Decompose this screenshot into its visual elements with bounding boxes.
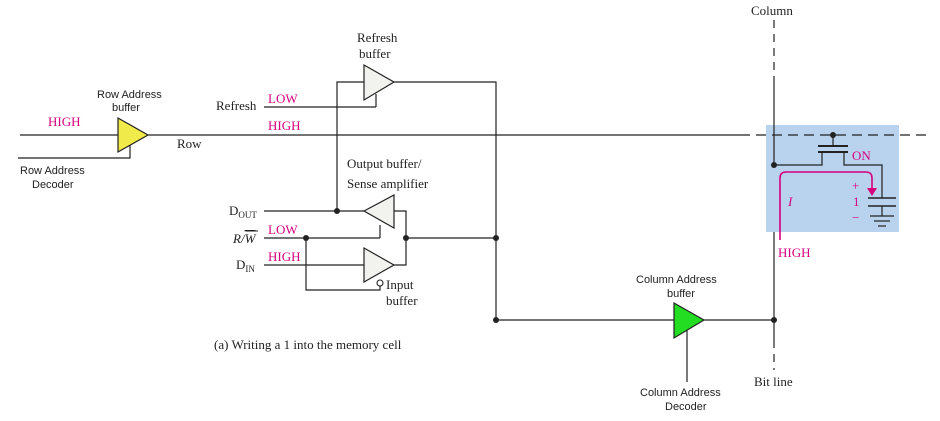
column-address-buffer-label-2: buffer [667, 288, 695, 300]
junction-dot [493, 317, 499, 323]
column-address-decoder-label-1: Column Address [640, 387, 721, 399]
current-path [779, 171, 873, 240]
refresh-feedback-wire [336, 81, 364, 211]
capacitor-one-label: 1 [853, 194, 860, 209]
column-address-buffer [673, 301, 706, 340]
junction-dot [403, 235, 409, 241]
refresh-input-label: Refresh [216, 98, 257, 113]
rw-label: R/W [232, 231, 257, 246]
din-label: DIN [236, 257, 255, 274]
current-label: I [787, 194, 793, 209]
output-buffer-label-1: Output buffer/ [347, 156, 422, 171]
bit-line-high-signal: HIGH [778, 245, 811, 260]
refresh-buffer-label-1: Refresh [357, 30, 398, 45]
junction-dot [334, 208, 340, 214]
capacitor-minus-label: − [852, 210, 859, 225]
transistor-drain-wire [774, 152, 823, 166]
transistor-on-signal: ON [852, 148, 871, 163]
column-address-buffer-label-1: Column Address [636, 274, 717, 286]
column-address-decoder-label-2: Decoder [665, 401, 707, 413]
refresh-low-signal: LOW [268, 91, 298, 106]
row-address-buffer-label-1: Row Address [97, 89, 162, 101]
refresh-buffer [363, 63, 396, 102]
junction-dot [493, 235, 499, 241]
bit-line-label: Bit line [754, 374, 793, 389]
junction-dot [771, 317, 777, 323]
rw-low-signal: LOW [268, 222, 298, 237]
row-address-decoder-label-2: Decoder [32, 179, 74, 191]
junction-dot [303, 235, 309, 241]
output-buffer-label-2: Sense amplifier [347, 176, 429, 191]
transistor-source-wire [843, 152, 883, 198]
row-address-decoder-label-1: Row Address [20, 165, 85, 177]
caption: (a) Writing a 1 into the memory cell [214, 337, 402, 352]
output-buffer-input-wire [394, 210, 407, 238]
dout-label: DOUT [229, 203, 257, 220]
input-buffer-inversion-bubble [376, 279, 384, 287]
din-high-signal: HIGH [268, 249, 301, 264]
row-address-buffer [117, 116, 150, 154]
current-arrowhead [867, 188, 877, 196]
input-buffer-label-1: Input [386, 277, 414, 292]
output-buffer [362, 194, 395, 230]
row-high-signal: HIGH [268, 118, 301, 133]
row-decoder-wire [18, 145, 131, 159]
row-label: Row [177, 136, 202, 151]
high-input-signal: HIGH [48, 114, 81, 129]
refresh-buffer-label-2: buffer [359, 46, 391, 61]
input-buffer-output-wire [394, 238, 407, 266]
input-buffer-label-2: buffer [386, 293, 418, 308]
column-label: Column [751, 3, 793, 18]
capacitor-plus-label: + [852, 178, 859, 193]
row-address-buffer-label-2: buffer [112, 102, 140, 114]
